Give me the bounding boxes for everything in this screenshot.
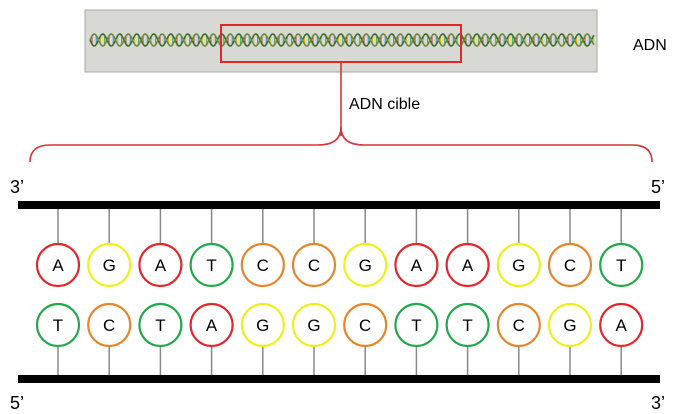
target-bracket [29,126,653,163]
bottom-base-letter: T [462,316,472,335]
bottom-strand-5prime-label: 5’ [10,393,24,413]
top-base-letter: T [206,256,216,275]
bottom-base-letter: C [103,316,115,335]
top-base-letter: A [462,256,474,275]
top-base-letter: A [52,256,64,275]
bottom-strand-backbone [18,375,660,383]
bottom-base-circle [547,302,593,348]
top-base-circle [496,242,541,288]
top-base-circle [394,242,439,288]
top-base-letter: T [616,256,626,275]
top-base-circle [138,242,183,288]
bottom-base-circle [240,302,285,348]
bottom-base-circle [291,302,337,348]
top-base-letter: A [411,256,423,275]
top-base-circle [35,242,81,288]
bottom-base-letter: A [616,316,628,335]
helix-strand-b [89,33,595,47]
top-strand-5prime-label: 5’ [651,177,665,197]
top-base-letter: C [257,256,269,275]
bottom-base-letter: T [53,316,63,335]
bottom-base-letter: C [513,316,525,335]
top-base-circle [599,242,644,288]
top-base-circle [240,242,285,288]
top-base-letter: C [564,256,576,275]
bottom-base-circle [343,302,388,348]
bottom-base-letter: G [563,316,576,335]
top-base-circle [547,242,593,288]
bottom-base-circle [394,302,439,348]
top-base-letter: G [512,256,525,275]
dna-helix-image [89,33,595,47]
bottom-base-circle [496,302,541,348]
top-base-letter: G [103,256,116,275]
top-base-circle [87,242,132,288]
top-base-letter: G [359,256,372,275]
helix-strand-a [89,33,595,47]
bottom-base-letter: G [307,316,320,335]
bottom-base-circle [599,302,644,348]
top-strand-backbone [18,201,660,209]
top-strand-3prime-label: 3’ [10,177,24,197]
bottom-strand-3prime-label: 3’ [651,393,665,413]
top-base-letter: A [155,256,167,275]
top-base-circle [189,242,234,288]
bottom-base-letter: C [359,316,371,335]
top-base-circle [291,242,337,288]
bottom-base-letter: T [155,316,165,335]
dna-label: ADN [633,37,667,54]
bottom-base-circle [35,302,81,348]
target-dna-label: ADN cible [349,96,420,113]
bottom-base-circle [87,302,132,348]
top-base-circle [343,242,388,288]
bottom-base-letter: G [256,316,269,335]
top-base-circle [445,242,490,288]
top-base-letter: C [308,256,320,275]
bottom-base-circle [138,302,183,348]
bottom-base-letter: A [206,316,218,335]
bottom-base-circle [189,302,234,348]
bottom-base-circle [445,302,490,348]
base-connectors [57,209,622,375]
bottom-base-letter: T [411,316,421,335]
